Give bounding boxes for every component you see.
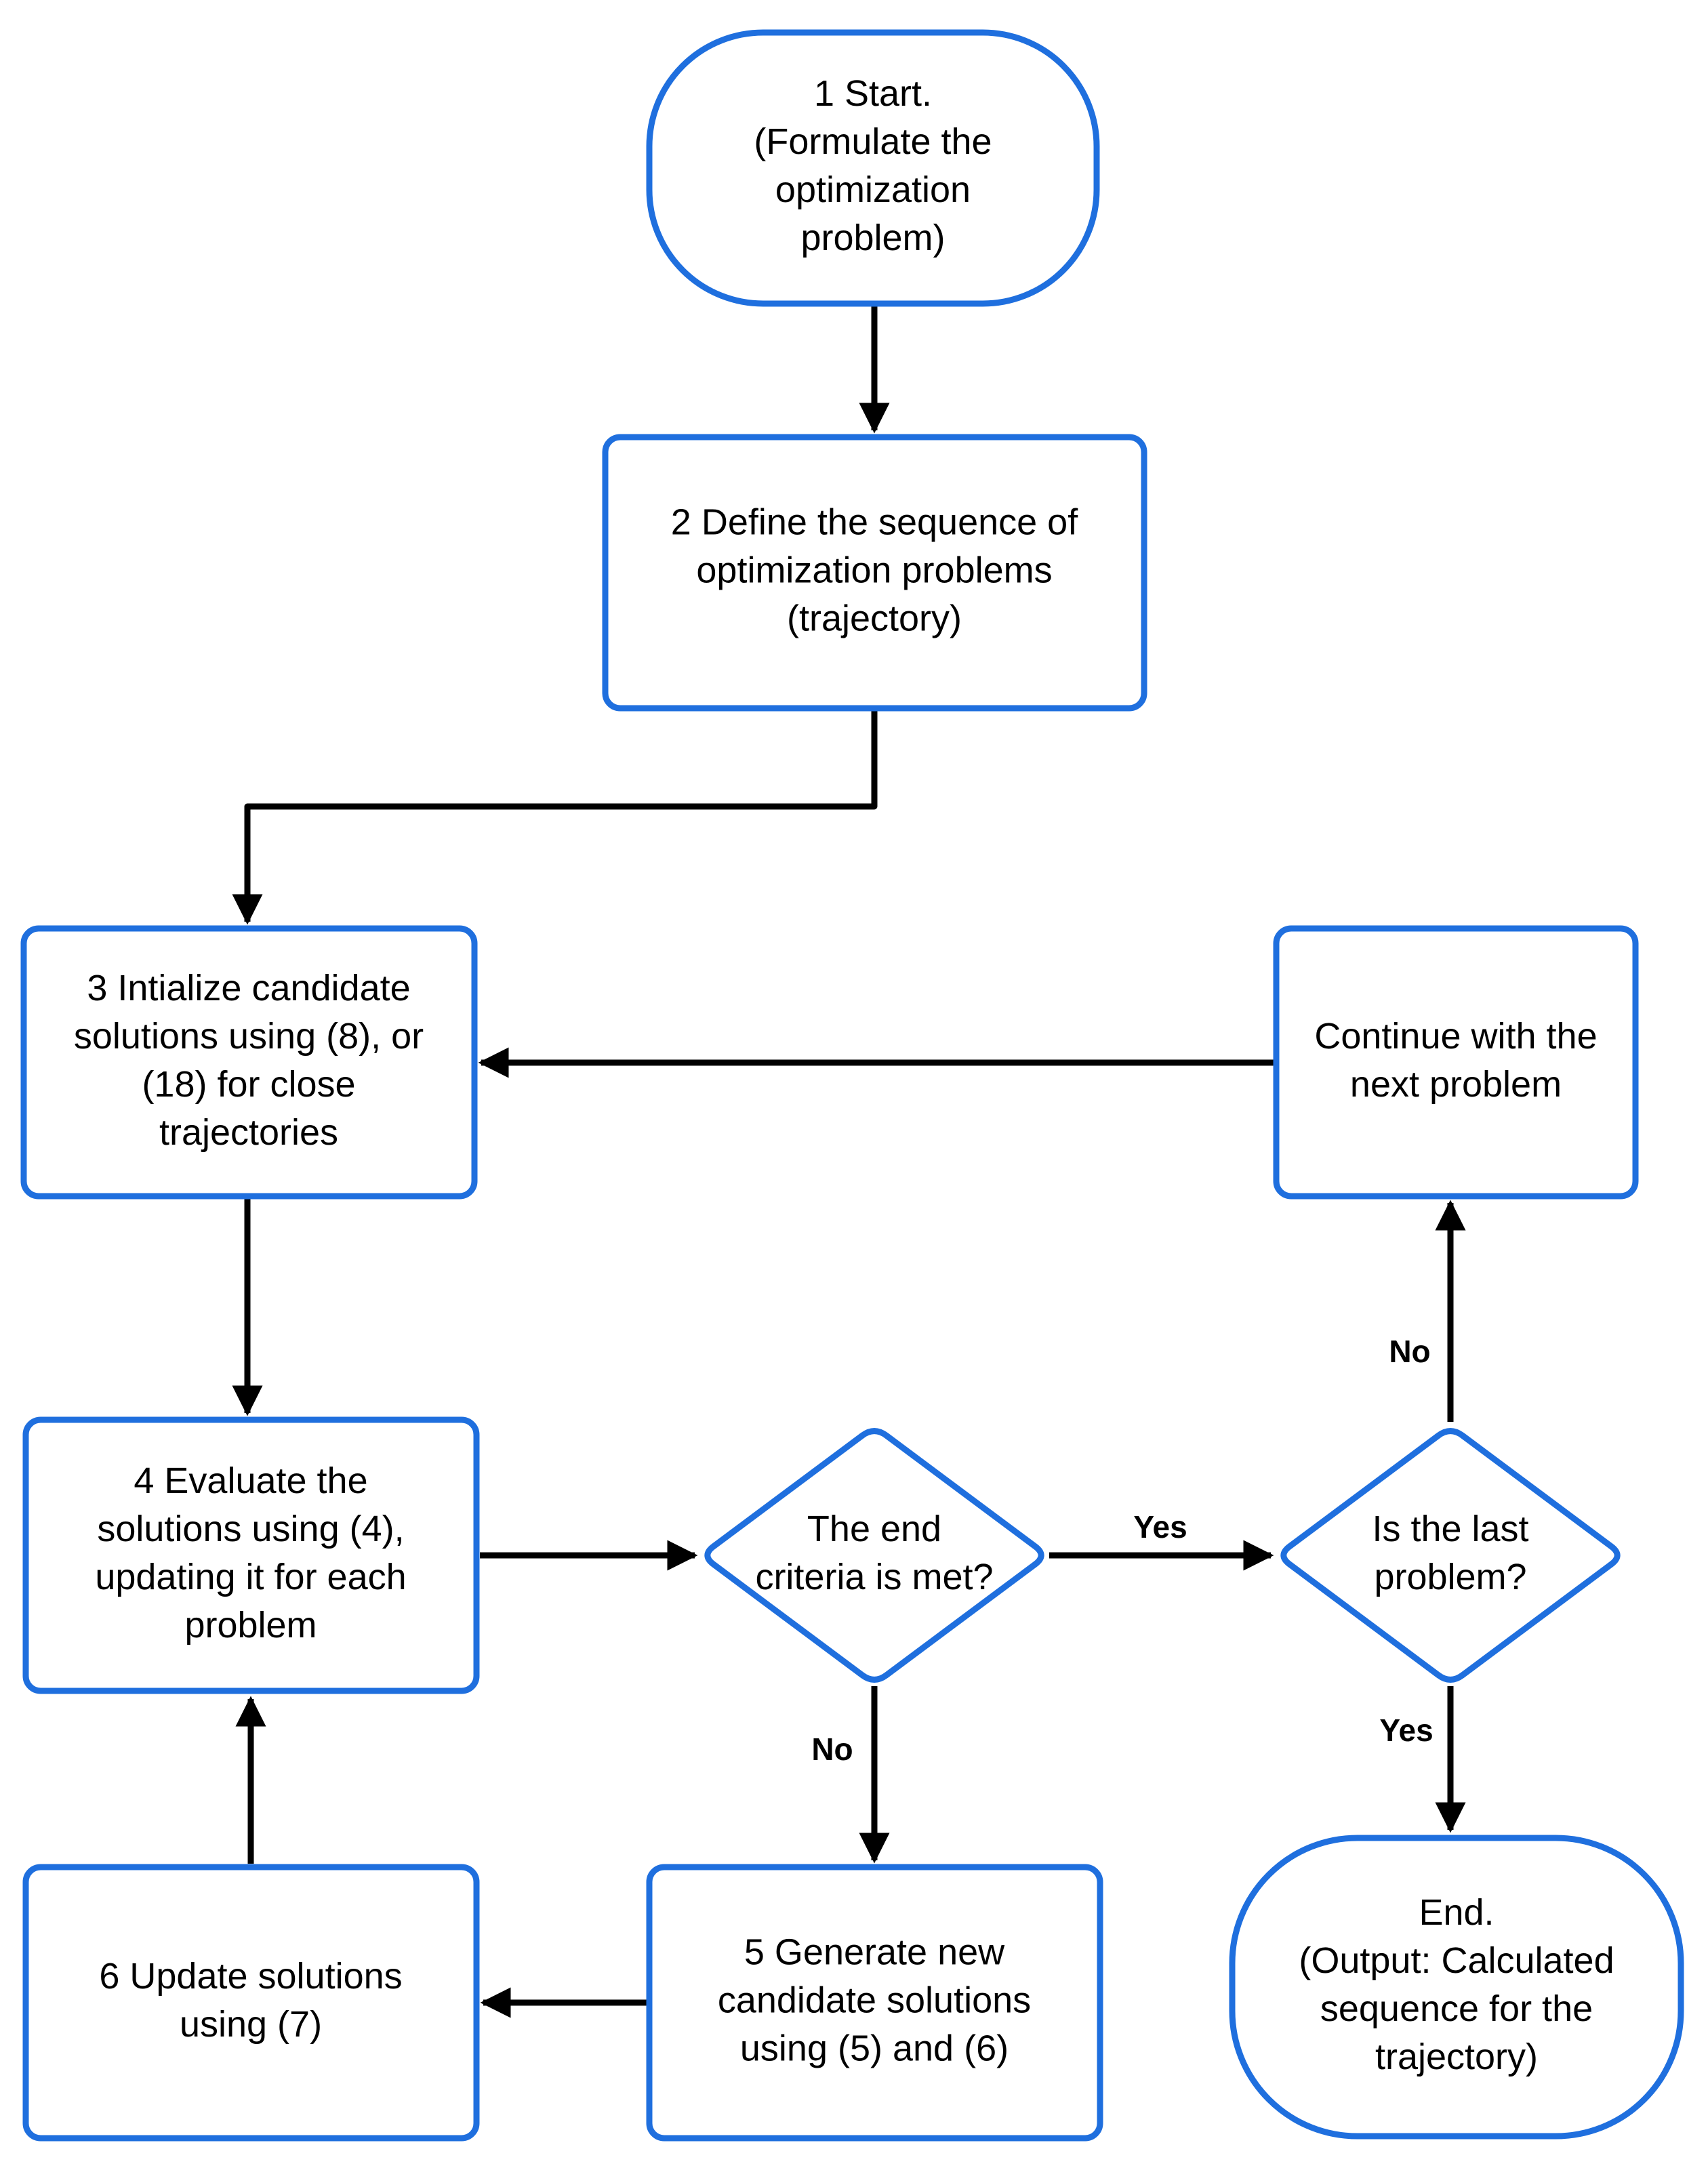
node-end-text-line: End. [1419, 1892, 1494, 1933]
edge-label-end_criteria-to-last_problem: Yes [1133, 1509, 1187, 1545]
node-start-text-line: 1 Start. [814, 73, 932, 114]
node-generate-text-line: using (5) and (6) [740, 2028, 1009, 2068]
node-initialize-text-line: 3 Intialize candidate [87, 968, 410, 1008]
node-start-text-line: problem) [800, 218, 945, 258]
node-continue-text-line: next problem [1350, 1064, 1562, 1105]
node-end-text-line: trajectory) [1375, 2037, 1538, 2077]
node-end-text-line: (Output: Calculated [1299, 1940, 1614, 1981]
node-last-problem-text-line: problem? [1374, 1557, 1526, 1597]
node-start-text-line: optimization [775, 169, 971, 210]
node-generate-shape [646, 1864, 1103, 2142]
node-evaluate-text-line: problem [184, 1605, 317, 1645]
node-define-text-line: (trajectory) [787, 598, 962, 638]
node-update-shape [22, 1864, 480, 2142]
node-start-shape [646, 29, 1100, 307]
node-initialize-shape [20, 925, 478, 1200]
node-update-text-line: 6 Update solutions [99, 1956, 402, 1997]
node-initialize-text-line: solutions using (8), or [74, 1016, 424, 1057]
node-update-text-line: using (7) [180, 2004, 322, 2045]
node-continue: Continue with the next problem [1273, 925, 1639, 1200]
node-evaluate-text-line: updating it for each [95, 1557, 406, 1597]
node-define-text-line: optimization problems [696, 550, 1052, 590]
node-end-criteria-shape [704, 1428, 1044, 1683]
node-define-shape [602, 434, 1147, 712]
node-define: 2 Define the sequence of optimization pro… [602, 434, 1147, 712]
node-end-criteria-text-line: criteria is met? [755, 1557, 993, 1597]
node-evaluate-shape [22, 1416, 480, 1694]
node-evaluate: 4 Evaluate the solutions using (4), updati… [22, 1416, 480, 1694]
node-evaluate-text-line: 4 Evaluate the [134, 1460, 367, 1501]
edge-label-last_problem-to-end: Yes [1379, 1713, 1433, 1748]
node-end-shape [1229, 1835, 1684, 2140]
edge-label-end_criteria-to-generate: No [811, 1732, 853, 1767]
node-generate-text-line: 5 Generate new [744, 1931, 1005, 1972]
edge-label-last_problem-to-continue: No [1389, 1334, 1430, 1369]
node-last-problem-text-line: Is the last [1372, 1509, 1528, 1549]
node-last-problem-shape [1280, 1428, 1621, 1683]
node-start: 1 Start. (Formulate the optimization proble… [646, 29, 1100, 307]
node-define-text-line: 2 Define the sequence of [671, 502, 1078, 542]
node-generate: 5 Generate new candidate solutions using (… [646, 1864, 1103, 2142]
node-initialize-text-line: trajectories [159, 1112, 338, 1153]
node-end-text-line: sequence for the [1320, 1988, 1593, 2029]
node-initialize: 3 Intialize candidate solutions using (8)… [20, 925, 478, 1200]
node-update: 6 Update solutions using (7) [22, 1864, 480, 2142]
node-continue-text-line: Continue with the [1314, 1016, 1597, 1057]
node-continue-shape [1273, 925, 1639, 1200]
node-generate-text-line: candidate solutions [718, 1980, 1031, 2020]
node-end-criteria: The end criteria is met? [704, 1428, 1044, 1683]
node-evaluate-text-line: solutions using (4), [97, 1509, 404, 1549]
node-start-text-line: (Formulate the [754, 121, 992, 162]
node-last-problem: Is the last problem? [1280, 1428, 1621, 1683]
edge-define-to-initialize [232, 708, 878, 925]
node-end: End. (Output: Calculated sequence for the t… [1229, 1835, 1684, 2140]
node-end-criteria-text-line: The end [807, 1509, 941, 1549]
node-initialize-text-line: (18) for close [142, 1064, 355, 1105]
